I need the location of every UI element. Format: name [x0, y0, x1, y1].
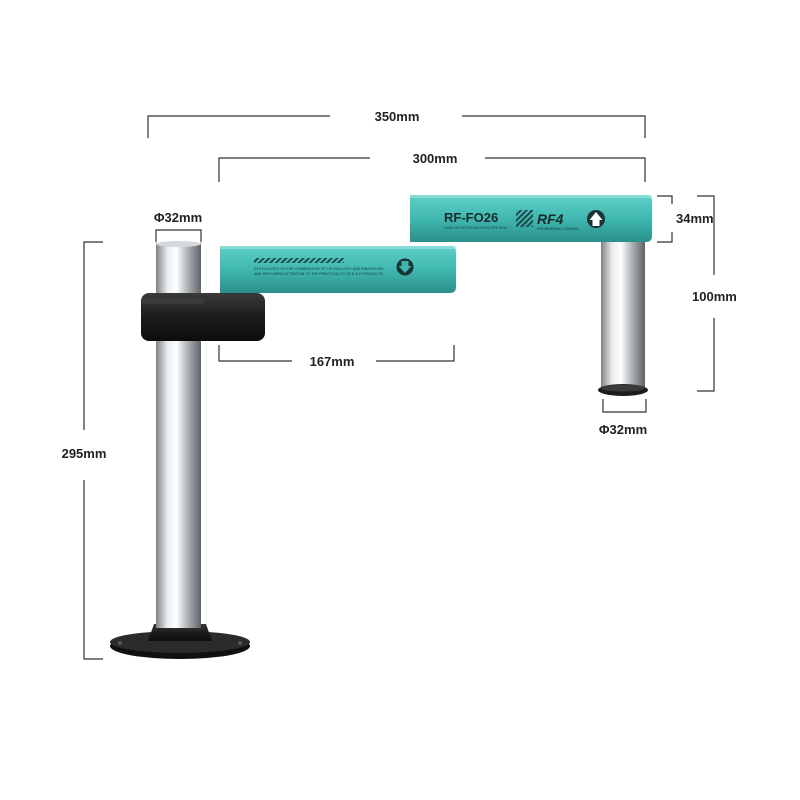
brand-logo: RF4 — [537, 211, 564, 227]
dimension-arm-reach: 300mm — [218, 151, 646, 182]
dimension-pole-diameter-right: Φ32mm — [599, 399, 647, 437]
dimension-total-height: 295mm — [62, 241, 107, 660]
lower-arm-text-1: RF4 FOCUSES ON THE COMBINATION OF TECHNO… — [254, 267, 384, 271]
dimension-drop-height: 100mm — [692, 195, 737, 392]
clamp-collar — [141, 293, 265, 341]
dimension-pole-diameter-left: Φ32mm — [154, 210, 202, 242]
lower-arm-length-label: 167mm — [310, 354, 355, 369]
drop-pole — [598, 242, 648, 396]
base-plate — [110, 624, 250, 659]
model-name: RF-FO26 — [444, 210, 498, 225]
lower-arm-text-2: AND PAYS MORE ATTENTION TO THE PRACTICAL… — [254, 272, 384, 276]
overall-width-label: 350mm — [375, 109, 420, 124]
arrow-up-icon — [587, 210, 605, 228]
dimension-lower-arm-length: 167mm — [218, 345, 455, 369]
lower-arm: RF4 FOCUSES ON THE COMBINATION OF TECHNO… — [220, 246, 456, 293]
microscope-arm-illustration: RF4 FOCUSES ON THE COMBINATION OF TECHNO… — [110, 195, 652, 659]
arm-reach-label: 300mm — [413, 151, 458, 166]
upper-arm: RF-FO26 DUAL ROTATION MICROSCOPE ARM RF4… — [410, 195, 652, 242]
upper-arm-height-label: 34mm — [676, 211, 714, 226]
pole-diameter-left-label: Φ32mm — [154, 210, 202, 225]
brand-subtext: ENGINEERING A BRAND — [537, 227, 579, 231]
dimension-overall-width: 350mm — [147, 109, 646, 138]
arrow-down-icon — [396, 258, 414, 276]
drop-height-label: 100mm — [692, 289, 737, 304]
dimension-upper-arm-height: 34mm — [657, 195, 714, 243]
model-subtext: DUAL ROTATION MICROSCOPE ARM — [444, 226, 507, 230]
total-height-label: 295mm — [62, 446, 107, 461]
pole-diameter-right-label: Φ32mm — [599, 422, 647, 437]
